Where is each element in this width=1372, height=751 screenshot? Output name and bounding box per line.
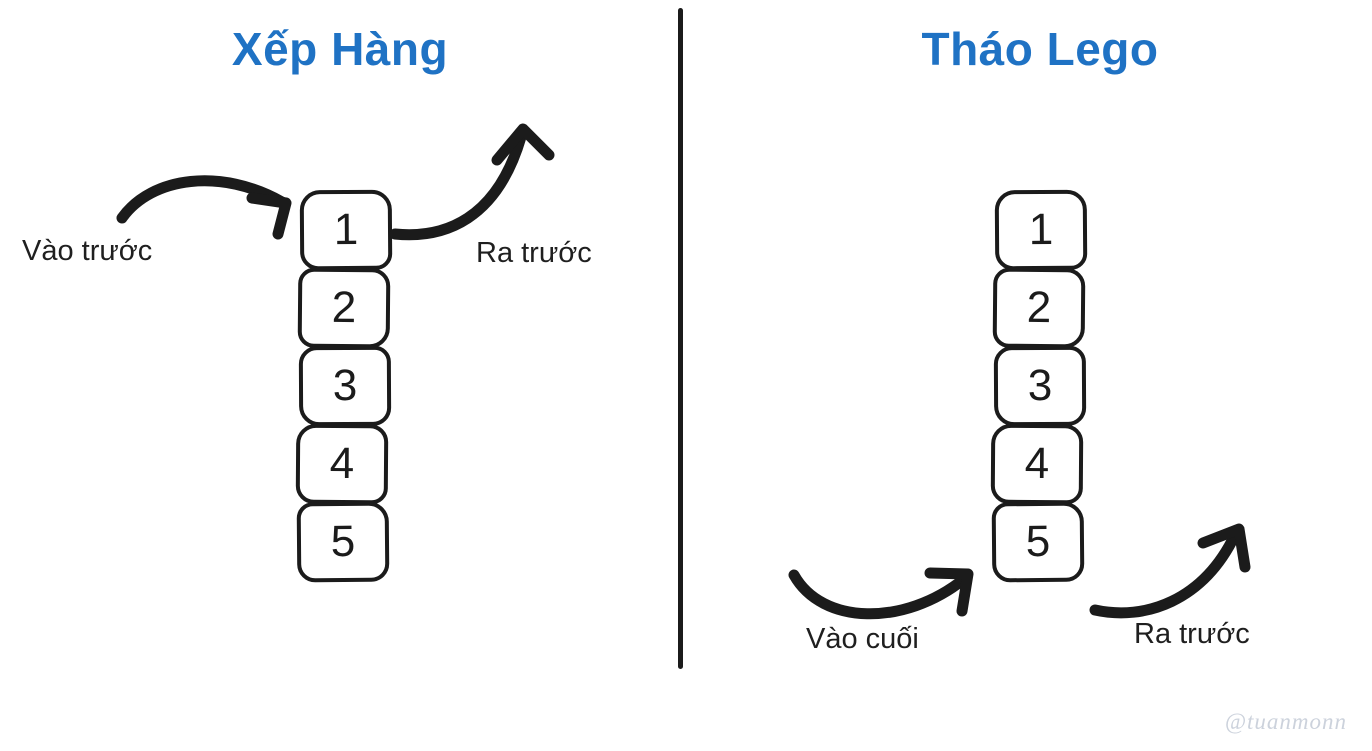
cell-number: 4 [1024, 438, 1050, 489]
push-label: Vào cuối [806, 623, 919, 655]
queue-cell: 3 [298, 345, 392, 427]
pop-label: Ra trước [1134, 618, 1250, 650]
cell-number: 5 [330, 516, 356, 567]
queue-cell: 2 [297, 267, 391, 349]
cell-number: 2 [1026, 282, 1052, 333]
cell-number: 5 [1025, 516, 1051, 567]
cell-number: 3 [332, 360, 358, 411]
cell-number: 1 [333, 204, 359, 255]
cell-number: 2 [331, 282, 357, 333]
dequeue-label: Ra trước [476, 237, 592, 269]
panel-title-stack: Tháo Lego [921, 23, 1159, 75]
cell-number: 1 [1028, 204, 1054, 255]
panel-title-queue: Xếp Hàng [231, 23, 449, 75]
watermark: @tuanmonn [1224, 709, 1347, 734]
stack-cell-stack: 1 2 3 4 5 [990, 189, 1091, 583]
cell-number: 3 [1027, 360, 1053, 411]
dequeue-curved-arrow-up-icon [389, 123, 555, 241]
vertical-divider [678, 8, 683, 669]
queue-cell: 4 [295, 423, 389, 505]
queue-cell-stack: 1 2 3 4 5 [295, 189, 396, 583]
enqueue-label: Vào trước [22, 235, 153, 267]
pop-curved-arrow-up-icon [1089, 523, 1251, 619]
stack-cell: 2 [992, 267, 1086, 349]
queue-cell: 1 [299, 189, 393, 271]
stack-cell: 3 [993, 345, 1087, 427]
cell-number: 4 [329, 438, 355, 489]
stack-cell: 4 [990, 423, 1084, 505]
queue-cell: 5 [296, 501, 390, 583]
stack-cell: 1 [994, 189, 1088, 271]
stack-cell: 5 [991, 501, 1085, 583]
